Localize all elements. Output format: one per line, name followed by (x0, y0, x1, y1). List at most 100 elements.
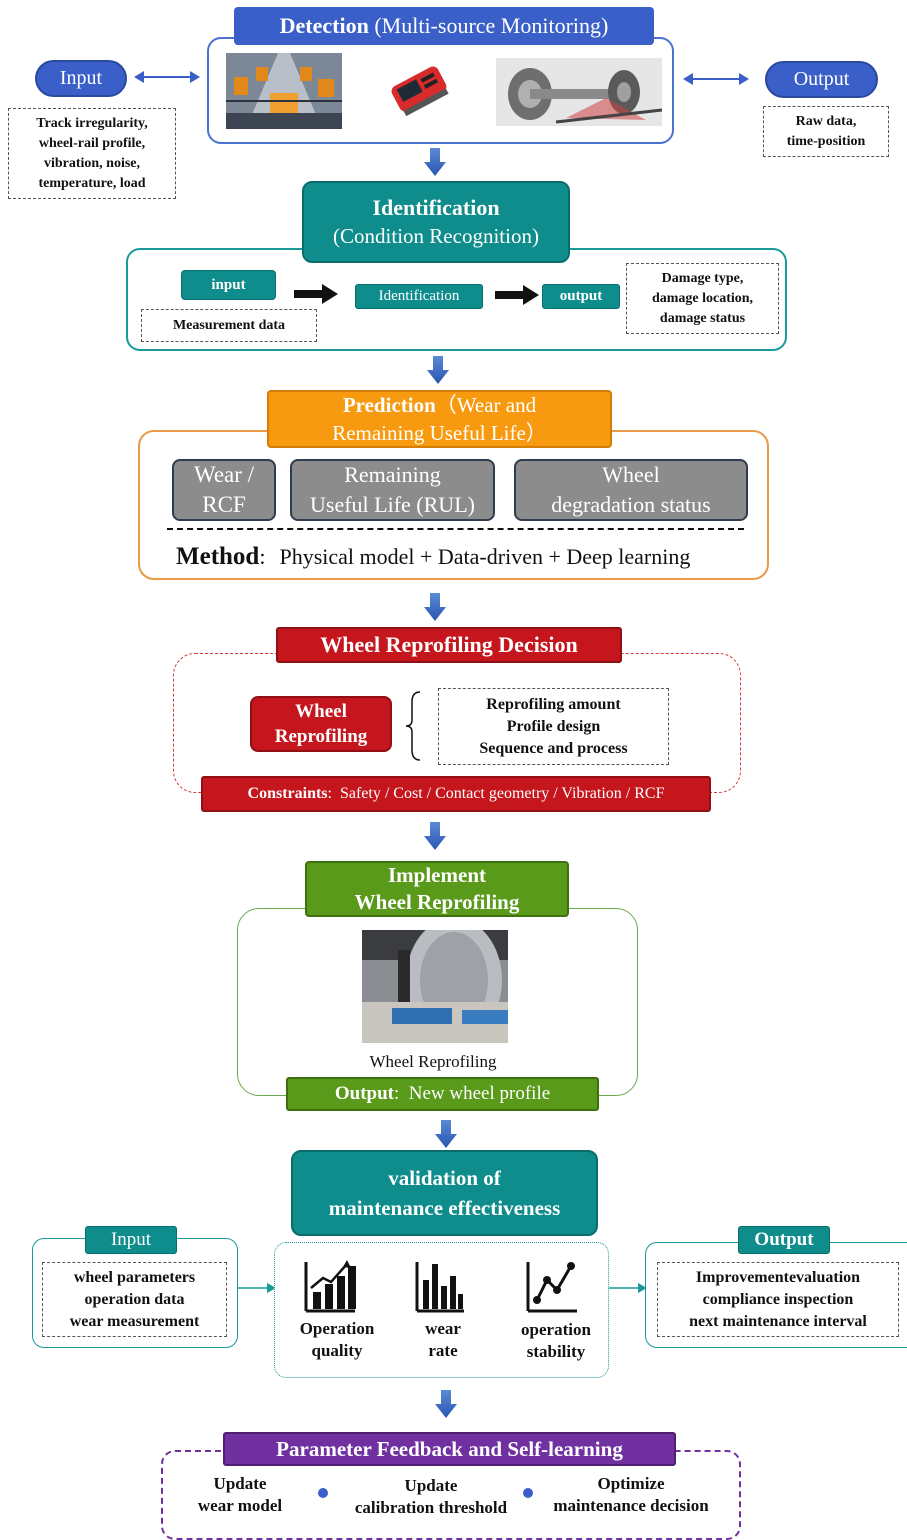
feedback-item-line: Update (213, 1474, 267, 1493)
identification-process-label: Identification (378, 288, 460, 304)
validation-output-label: Output (754, 1229, 814, 1250)
prediction-box-line: RCF (202, 492, 246, 517)
detection-output-box: Raw data, time-position (763, 106, 889, 157)
teal-arrow-right (238, 1283, 276, 1293)
decision-item: Sequence and process (479, 739, 628, 757)
detection-input-item: wheel-rail profile, (38, 135, 146, 151)
prediction-title: Prediction（Wear and Remaining Useful Lif… (267, 390, 612, 448)
constraints-text: : Safety / Cost / Contact geometry / Vib… (327, 785, 665, 802)
validation-input-chip: Input (85, 1226, 177, 1254)
measurement-device-image (385, 55, 453, 123)
identification-input-desc: Measurement data (172, 317, 286, 333)
prediction-box-degradation: Wheel degradation status (514, 459, 748, 521)
metric-operation-quality: Operation quality (287, 1317, 387, 1363)
detection-input-item: vibration, noise, (43, 155, 141, 171)
identification-title-sub: (Condition Recognition) (333, 224, 539, 248)
detection-input-item: temperature, load (38, 175, 146, 191)
prediction-box-line: degradation status (551, 492, 711, 517)
validation-output-box: Improvementevaluation compliance inspect… (657, 1262, 899, 1337)
metric-label: rate (428, 1341, 458, 1360)
flow-arrow-down (427, 356, 449, 384)
prediction-title-line2: Remaining Useful Life） (332, 421, 547, 445)
detection-title-bold: Detection (279, 13, 369, 38)
implement-output-label: Output (334, 1083, 394, 1104)
metric-label: Operation (299, 1319, 375, 1338)
flow-arrow-down (424, 822, 446, 850)
detection-output-label: Output (793, 68, 850, 90)
method-text: Physical model + Data-driven + Deep lear… (279, 544, 691, 569)
feedback-item-line: maintenance decision (553, 1496, 709, 1515)
constraints-label: Constraints (247, 785, 328, 802)
validation-title-line: validation of (388, 1166, 501, 1190)
prediction-box-rul: Remaining Useful Life (RUL) (290, 459, 495, 521)
identification-output-label: output (559, 288, 603, 304)
validation-input-item: wheel parameters (73, 1268, 196, 1286)
metric-label: wear (425, 1319, 461, 1338)
decision-constraints-bar: Constraints: Safety / Cost / Contact geo… (201, 776, 711, 812)
identification-output-box: Damage type, damage location, damage sta… (626, 263, 779, 334)
detection-output-pill: Output (765, 61, 878, 98)
implement-title-line: Wheel Reprofiling (354, 890, 520, 914)
metric-label: operation (521, 1320, 591, 1339)
feedback-item-line: calibration threshold (354, 1498, 508, 1517)
metric-label: stability (526, 1342, 586, 1361)
identification-input-label: input (211, 276, 246, 293)
identification-title: Identification (Condition Recognition) (302, 181, 570, 263)
validation-input-label: Input (110, 1229, 152, 1250)
implement-caption: Wheel Reprofiling (335, 1050, 531, 1074)
feedback-item-maintenance: Optimize maintenance decision (543, 1472, 719, 1518)
feedback-item-line: Update (404, 1476, 458, 1495)
identification-output-item: damage status (659, 310, 746, 326)
validation-input-box: wheel parameters operation data wear mea… (42, 1262, 227, 1337)
detection-input-pill: Input (35, 60, 127, 97)
method-sep: : (259, 544, 266, 569)
prediction-title-bold: Prediction (342, 393, 436, 417)
detection-input-box: Track irregularity, wheel-rail profile, … (8, 108, 176, 199)
detection-output-item: Raw data, (795, 113, 857, 129)
wheel-reprofiling-photo (362, 930, 508, 1043)
prediction-method: Method: Physical model + Data-driven + De… (176, 541, 756, 573)
feedback-item-line: Optimize (597, 1474, 665, 1493)
feedback-title-text: Parameter Feedback and Self-learning (276, 1436, 623, 1461)
teal-arrow-right (609, 1283, 647, 1293)
detection-output-item: time-position (786, 133, 866, 149)
bar-chart-icon (415, 1262, 464, 1313)
validation-output-item: next maintenance interval (689, 1312, 867, 1330)
identification-output-item: Damage type, (661, 270, 744, 286)
identification-output-item: damage location, (651, 290, 754, 306)
validation-title-line: maintenance effectiveness (328, 1196, 561, 1220)
track-inspection-image (226, 53, 342, 129)
prediction-box-line: Remaining (344, 462, 441, 487)
flow-arrow-down (435, 1120, 457, 1148)
feedback-item-wear-model: Update wear model (182, 1472, 298, 1518)
validation-input-item: operation data (84, 1290, 185, 1308)
feedback-item-calibration: Update calibration threshold (340, 1474, 522, 1520)
prediction-box-wear: Wear / RCF (172, 459, 276, 521)
prediction-box-line: Useful Life (RUL) (310, 492, 475, 517)
output-double-arrow (683, 73, 749, 85)
identification-output-chip: output (542, 284, 620, 309)
method-label: Method (176, 543, 260, 570)
black-arrow-right (495, 285, 539, 305)
implement-title-line: Implement (388, 863, 486, 887)
implement-output-bar: Output: New wheel profile (286, 1077, 599, 1111)
decision-wheel-reprofiling-box: Wheel Reprofiling (250, 696, 392, 752)
detection-input-item: Track irregularity, (36, 115, 148, 131)
detection-title-rest: (Multi-source Monitoring) (368, 13, 609, 38)
prediction-divider (167, 528, 744, 530)
decision-brace (405, 691, 421, 761)
metric-label: quality (311, 1341, 363, 1360)
bar-chart-rising-icon (304, 1260, 356, 1313)
decision-item: Profile design (506, 717, 601, 735)
detection-input-label: Input (59, 67, 103, 89)
feedback-bullet (318, 1488, 328, 1498)
feedback-title: Parameter Feedback and Self-learning (223, 1432, 676, 1466)
feedback-item-line: wear model (197, 1496, 283, 1515)
identification-title-main: Identification (372, 195, 500, 220)
prediction-title-rest: （Wear and (435, 393, 537, 417)
validation-output-item: Improvementevaluation (695, 1268, 861, 1286)
input-double-arrow (134, 71, 200, 83)
wheelset-image (496, 58, 662, 126)
decision-item: Reprofiling amount (486, 695, 621, 713)
implement-caption-text: Wheel Reprofiling (369, 1052, 497, 1071)
